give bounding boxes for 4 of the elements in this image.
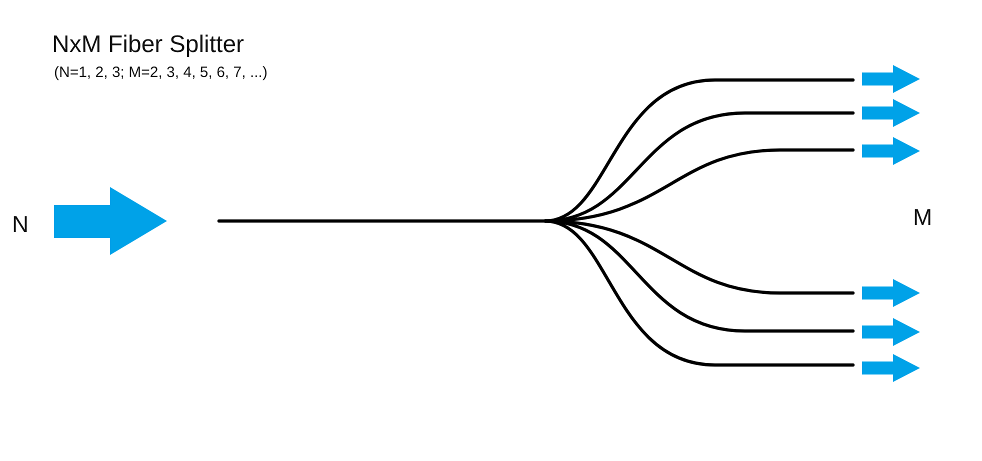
diagram-title: NxM Fiber Splitter [52,31,244,59]
input-label: N [12,211,29,238]
output-label: M [913,204,932,230]
parameter-note: (N=1, 2, 3; M=2, 3, 4, 5, 6, 7, ...) [54,64,268,82]
